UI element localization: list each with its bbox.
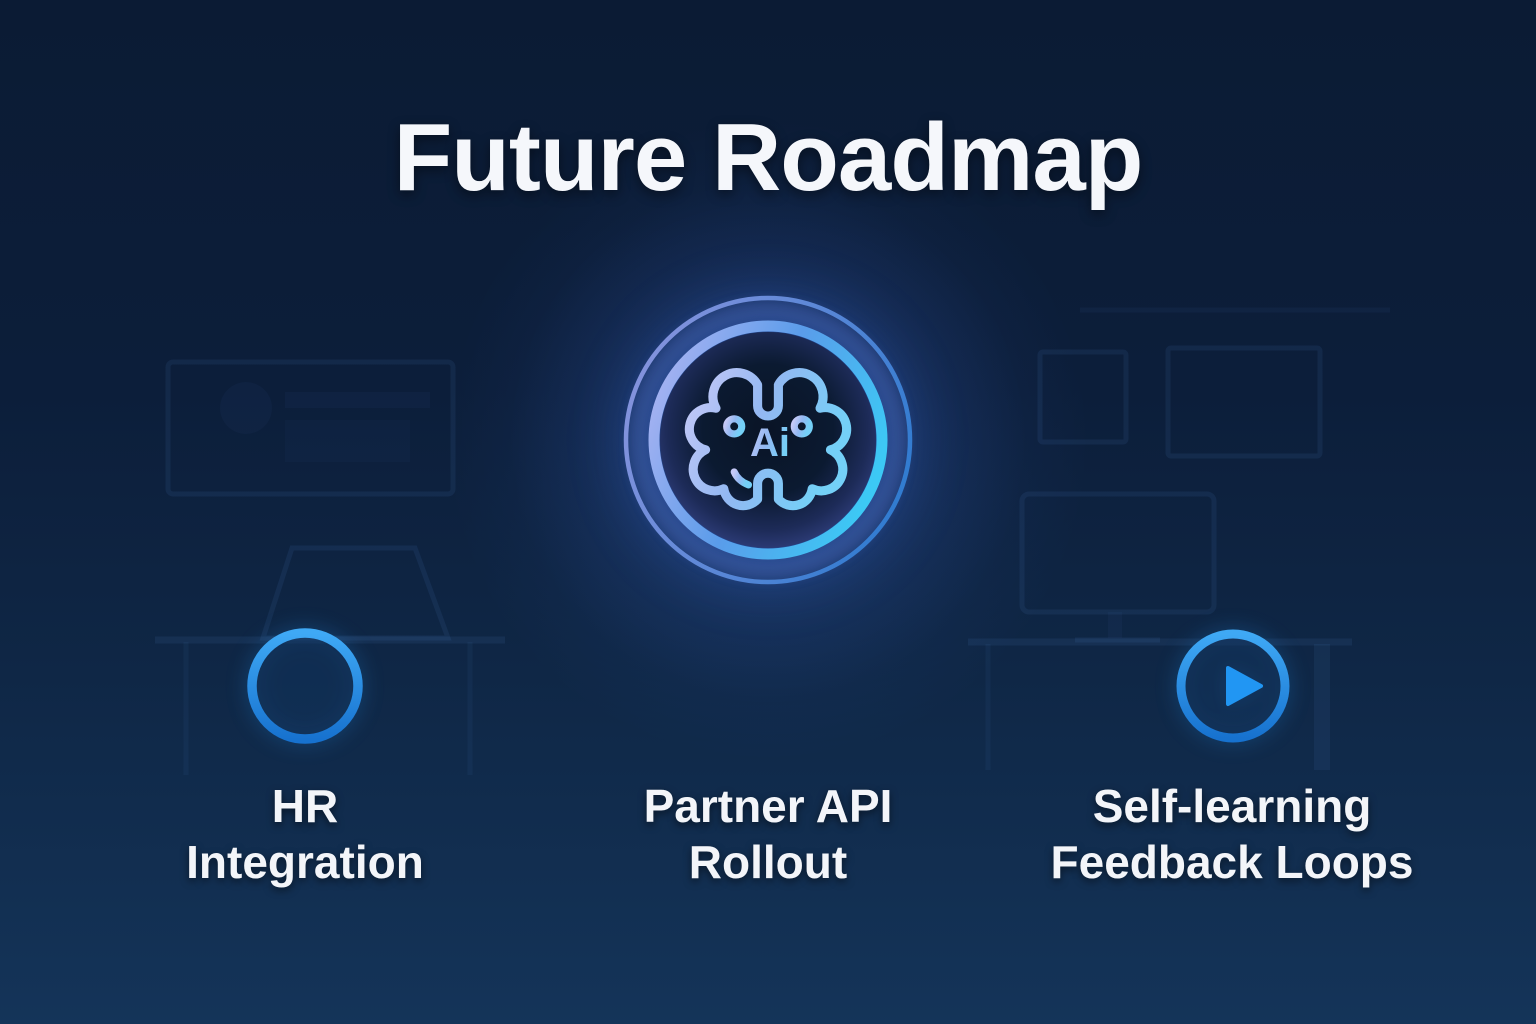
milestone-label-self-learning-feedback: Self-learning Feedback Loops — [982, 778, 1482, 890]
ai-label: Ai — [750, 421, 790, 465]
brain-cheek-dash — [730, 468, 753, 489]
milestone-label-hr-integration: HR Integration — [55, 778, 555, 890]
arrow-head-icon — [1226, 666, 1263, 706]
brain-outline — [684, 368, 852, 511]
milestone-line: HR — [271, 780, 339, 832]
milestone-line: Feedback Loops — [1050, 836, 1414, 888]
ai-brain-icon: Ai — [623, 295, 913, 585]
milestone-label-partner-api-rollout: Partner API Rollout — [518, 778, 1018, 890]
milestone-line: Self-learning — [1092, 780, 1372, 832]
inner-ring — [648, 320, 888, 560]
timeline-node-left — [247, 628, 363, 744]
milestone-line: Partner API — [643, 780, 893, 832]
milestone-line: Integration — [186, 836, 424, 888]
page-title: Future Roadmap — [393, 104, 1144, 211]
brain-eye-left — [723, 415, 746, 438]
ring-glow — [629, 301, 907, 579]
brain-outline-group — [684, 368, 852, 511]
brain-eye-right — [790, 415, 813, 438]
milestone-line: Rollout — [688, 836, 848, 888]
